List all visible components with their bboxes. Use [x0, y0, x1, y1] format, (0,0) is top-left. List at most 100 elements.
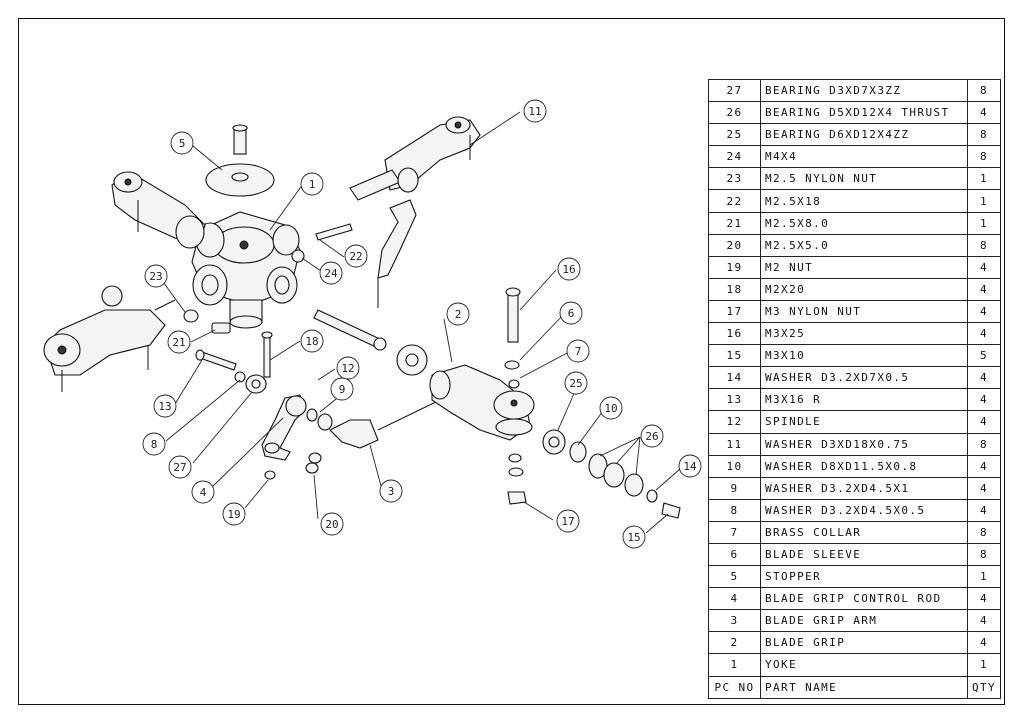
- part-name-cell: M2.5X5.0: [760, 233, 968, 257]
- qty-cell: 1: [966, 565, 1002, 589]
- svg-text:7: 7: [575, 345, 582, 358]
- part-name-cell: M3X16 R: [760, 388, 968, 412]
- pc-no-cell: 15: [708, 344, 761, 368]
- part-name-cell: WASHER D3.2XD4.5X0.5: [760, 498, 968, 522]
- pc-no-cell: 1: [708, 653, 761, 677]
- part-name-cell: BEARING D5XD12X4 THRUST: [760, 101, 968, 125]
- part-name-cell: YOKE: [760, 653, 968, 677]
- svg-text:21: 21: [172, 336, 185, 349]
- pc-no-cell: 5: [708, 565, 761, 589]
- callout-11: 11: [523, 99, 547, 123]
- callout-4: 4: [191, 480, 215, 504]
- part-name-cell: STOPPER: [760, 565, 968, 589]
- pc-no-cell: 2: [708, 631, 761, 655]
- qty-cell: 4: [966, 366, 1002, 390]
- callout-18: 18: [300, 329, 324, 353]
- blade-grip-control-rod: [261, 394, 307, 480]
- pc-no-cell: 4: [708, 587, 761, 611]
- callout-26: 26: [640, 424, 664, 448]
- callout-14: 14: [678, 454, 702, 478]
- qty-cell: 8: [966, 145, 1002, 169]
- callout-20: 20: [320, 512, 344, 536]
- stopper-part: [205, 124, 275, 197]
- svg-text:22: 22: [349, 250, 362, 263]
- qty-cell: 1: [966, 653, 1002, 677]
- qty-cell: 4: [966, 410, 1002, 434]
- callout-23: 23: [144, 264, 168, 288]
- leader-lines: [157, 111, 681, 534]
- blade-grip-left: [43, 285, 176, 392]
- pc-no-cell: 19: [708, 255, 761, 279]
- qty-cell: 4: [966, 631, 1002, 655]
- callout-balloons: 1 2 3 4 5 6 7 8 9 10 11 12 13 14 15 16 1…: [142, 99, 702, 549]
- svg-text:1: 1: [309, 178, 316, 191]
- pc-no-cell: 3: [708, 609, 761, 633]
- qty-cell: 4: [966, 255, 1002, 279]
- svg-text:15: 15: [627, 531, 640, 544]
- svg-text:9: 9: [339, 383, 346, 396]
- pc-no-cell: 16: [708, 322, 761, 346]
- bearing-stack-right: [542, 429, 681, 519]
- svg-text:3: 3: [388, 485, 395, 498]
- washers-near-rod: [306, 408, 333, 431]
- callout-1: 1: [300, 172, 324, 196]
- yoke-hardware: [183, 223, 353, 378]
- part-name-cell: M3X10: [760, 344, 968, 368]
- part-name-cell: WASHER D8XD11.5X0.8: [760, 454, 968, 478]
- svg-text:10: 10: [604, 402, 617, 415]
- part-name-cell: BLADE GRIP: [760, 631, 968, 655]
- qty-cell: 4: [966, 609, 1002, 633]
- svg-text:5: 5: [179, 137, 186, 150]
- pc-no-cell: 11: [708, 432, 761, 456]
- pc-no-cell: 12: [708, 410, 761, 434]
- callout-8: 8: [142, 432, 166, 456]
- svg-text:26: 26: [645, 430, 658, 443]
- qty-cell: 1: [966, 189, 1002, 213]
- drawing-sheet-border: [18, 18, 1005, 705]
- svg-text:6: 6: [568, 307, 575, 320]
- qty-cell: 8: [966, 542, 1002, 567]
- pc-no-cell: 7: [708, 520, 761, 544]
- callout-7: 7: [566, 339, 590, 363]
- pc-no-cell: 24: [708, 145, 761, 169]
- svg-text:18: 18: [305, 335, 318, 348]
- part-name-cell: BLADE SLEEVE: [760, 542, 968, 567]
- pc-no-cell: 26: [708, 101, 761, 125]
- svg-text:17: 17: [561, 515, 574, 528]
- qty-cell: 8: [966, 123, 1002, 147]
- part-name-cell: BLADE GRIP CONTROL ROD: [760, 587, 968, 611]
- blade-grip-upper-left: [111, 171, 206, 249]
- blade-grip-arm: [305, 399, 441, 474]
- svg-text:23: 23: [149, 270, 162, 283]
- screw-and-washers-left: [195, 349, 267, 394]
- header-part-name: PART NAME: [760, 675, 968, 699]
- pc-no-cell: 21: [708, 211, 761, 235]
- callout-22: 22: [344, 244, 368, 268]
- qty-cell: 4: [966, 101, 1002, 125]
- svg-text:19: 19: [227, 508, 240, 521]
- qty-cell: 4: [966, 299, 1002, 324]
- pc-no-cell: 23: [708, 167, 761, 191]
- spindle-part: [313, 309, 428, 376]
- svg-text:12: 12: [341, 362, 354, 375]
- svg-text:20: 20: [325, 518, 338, 531]
